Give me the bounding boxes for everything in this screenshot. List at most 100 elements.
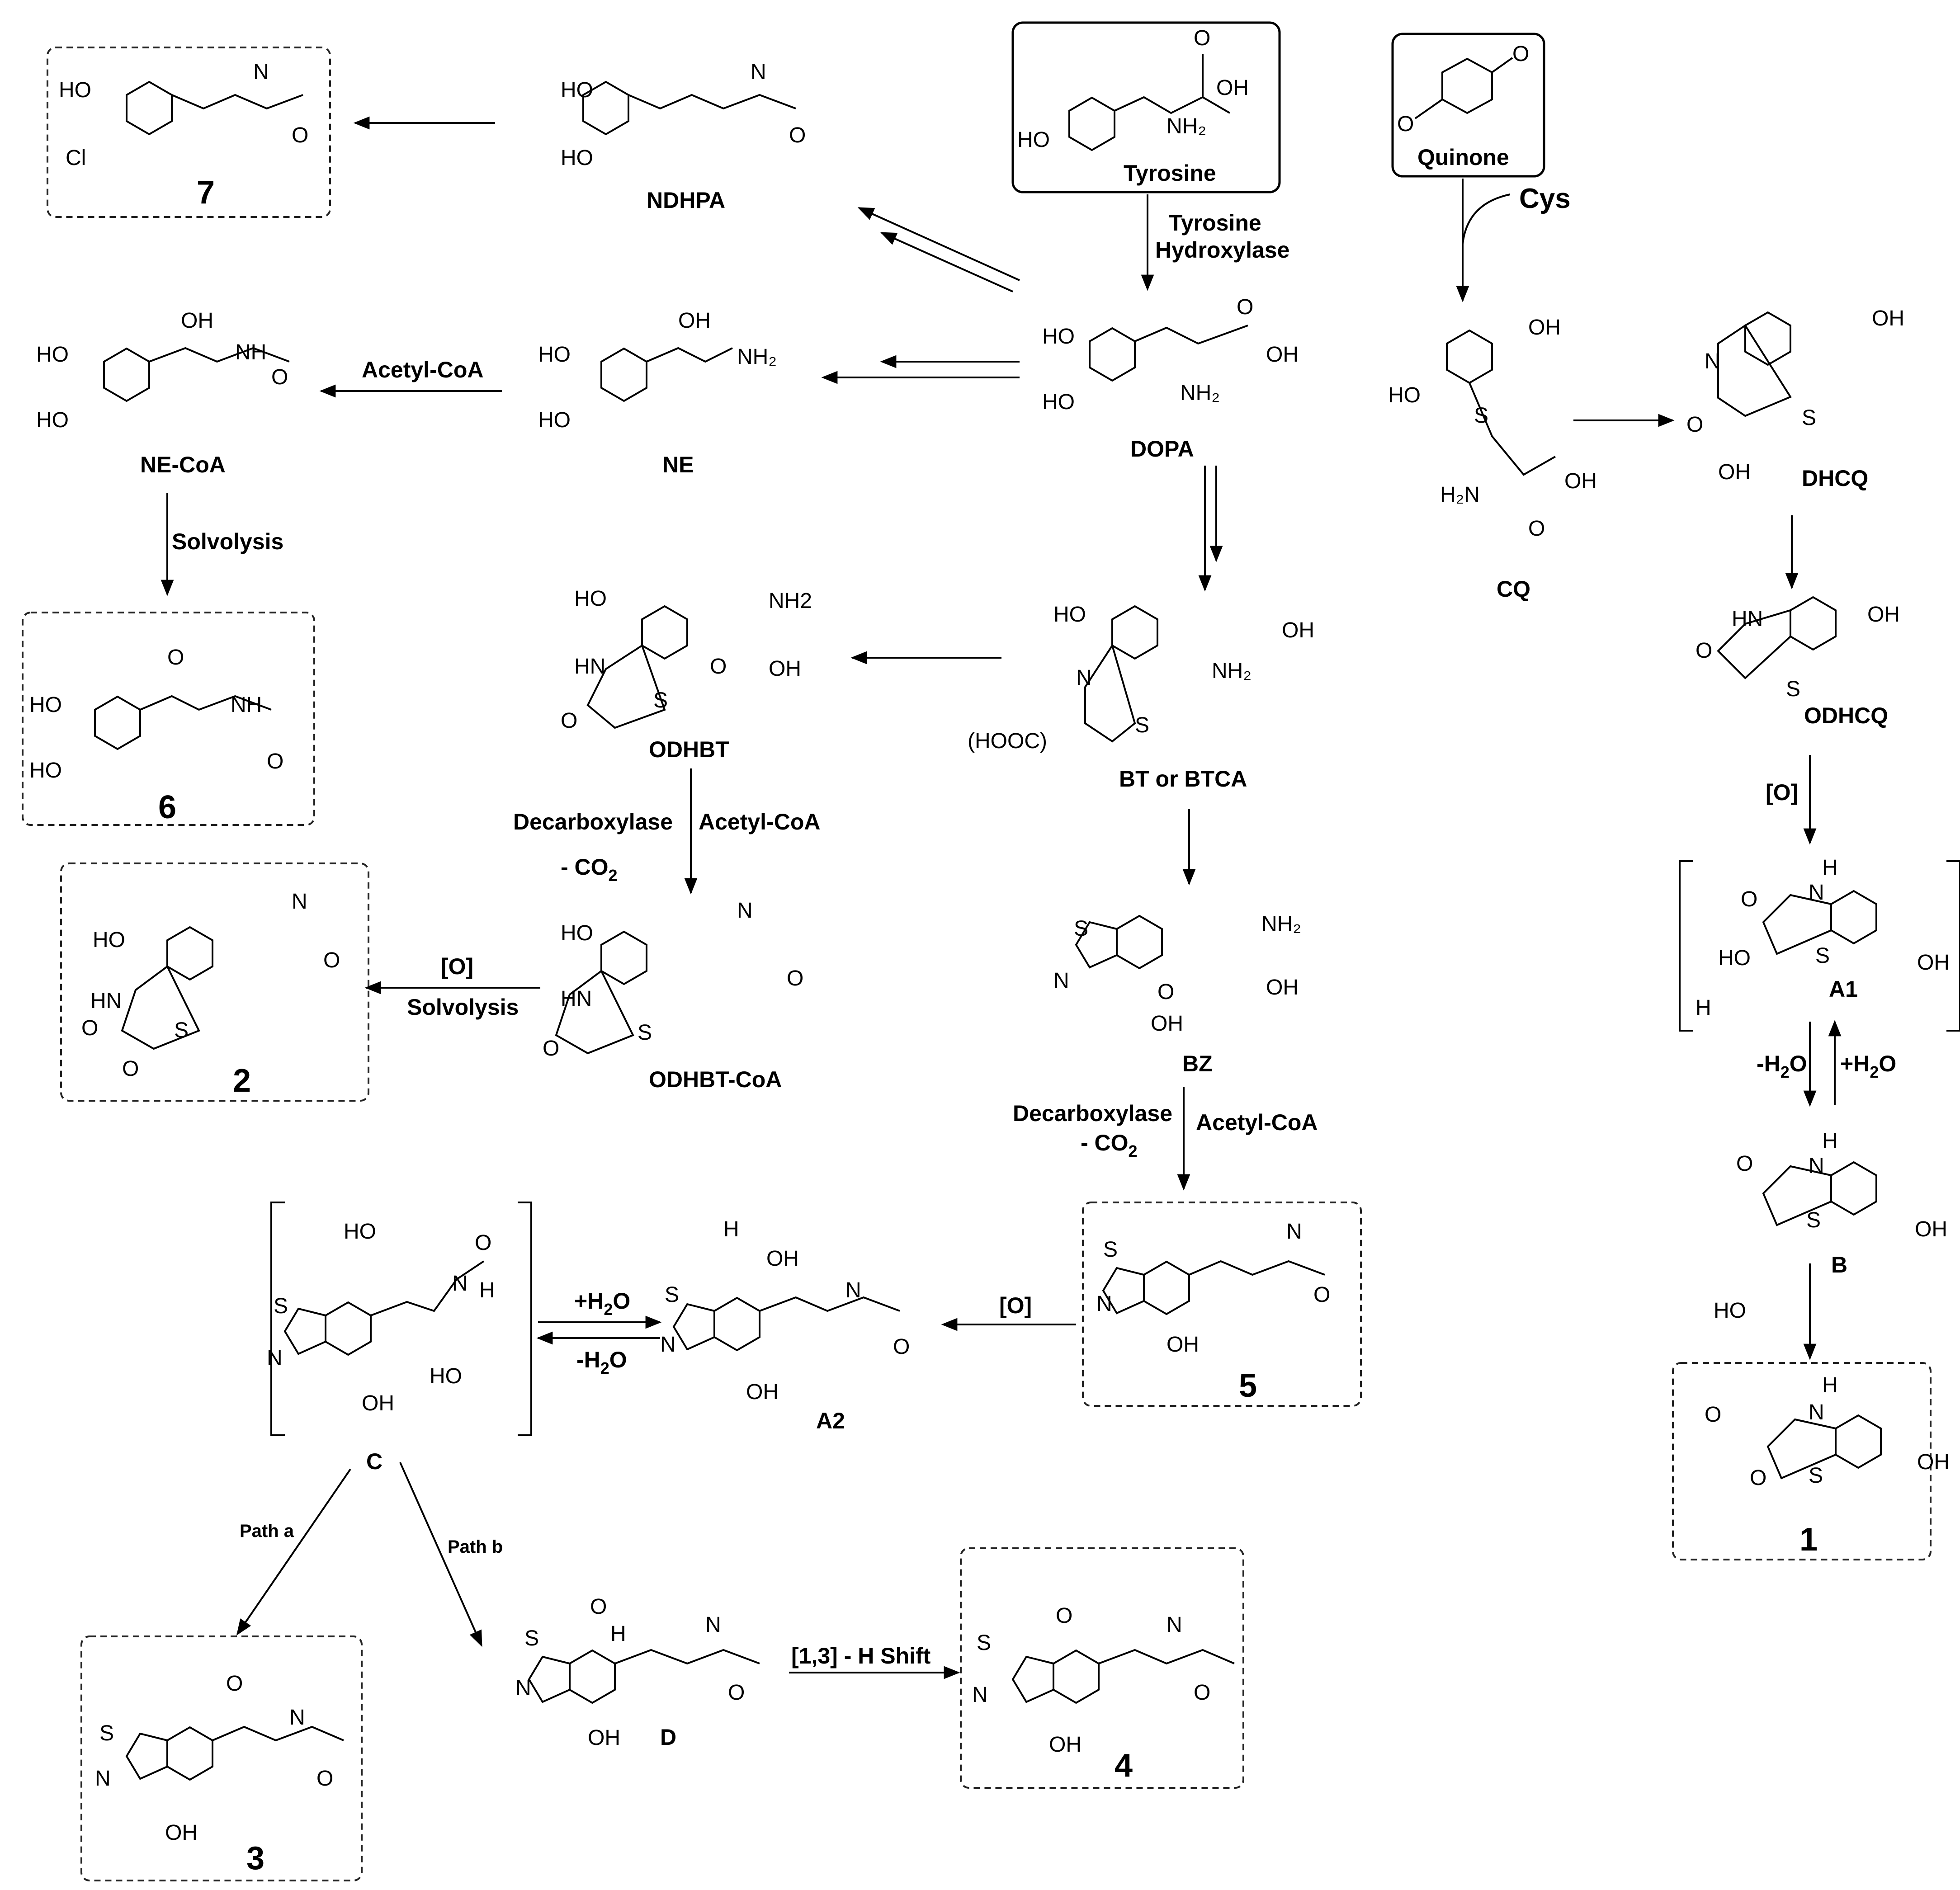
label-solvolysis-2: Solvolysis [407,994,519,1020]
product-4-thiazole-ring [1011,1655,1054,1703]
product-number-1: 1 [1799,1522,1818,1558]
svg-text:O: O [561,709,577,733]
svg-text:OH: OH [1528,316,1561,339]
quinone-carbonyl-top [1491,57,1513,73]
svg-text:HO: HO [36,343,69,367]
svg-text:HO: HO [1714,1299,1746,1323]
d-ring [569,1649,616,1704]
bz-thiazole-ring [1075,921,1118,969]
svg-text:OH: OH [766,1247,799,1271]
svg-text:N: N [972,1683,988,1707]
svg-text:N: N [452,1272,468,1296]
product-1-benzo-ring [1835,1414,1882,1469]
cq-ring [1446,329,1493,384]
svg-text:Cl: Cl [66,146,86,170]
svg-text:O: O [271,365,288,389]
a1-thiazine-ring [1762,894,1832,955]
label-acetyl-coa-bz: Acetyl-CoA [1196,1110,1318,1135]
product-number-6: 6 [158,789,176,825]
svg-text:N: N [705,1613,721,1637]
svg-text:HO: HO [1388,383,1421,407]
svg-text:O: O [475,1231,491,1255]
odhbtcoa-thiazine-ring [555,969,634,1055]
cq-chain [1469,382,1556,476]
label-cys: Cys [1519,183,1571,214]
compound-a2: A2 [816,1408,845,1433]
svg-text:HO: HO [29,693,62,717]
bracket-c-right [518,1202,532,1436]
svg-text:OH: OH [678,309,711,333]
svg-text:H: H [610,1622,626,1646]
svg-text:OH: OH [746,1380,779,1404]
label-solvolysis-6: Solvolysis [172,529,283,554]
svg-text:HO: HO [538,408,571,432]
svg-text:OH: OH [1564,469,1597,493]
svg-text:OH: OH [1049,1733,1082,1757]
compound-bz: BZ [1182,1051,1213,1076]
product-4-ring [1053,1649,1100,1704]
svg-text:OH: OH [769,657,801,681]
svg-text:S: S [274,1294,288,1318]
product-number-4: 4 [1115,1748,1133,1784]
svg-text:O: O [1194,26,1210,50]
dhcq-benzo-ring [1744,311,1791,366]
compound-ne-coa: NE-CoA [140,452,226,477]
svg-text:OH: OH [1266,343,1299,367]
svg-text:O: O [1157,980,1174,1004]
product-3-thiazole-ring [125,1732,168,1780]
label-oxidation-odhcq: [O] [1766,780,1798,805]
dopa-chain [1134,325,1248,345]
svg-text:O: O [1696,639,1712,663]
product-3-ring [166,1726,213,1781]
svg-text:HN: HN [90,989,122,1013]
product-5-chain [1189,1260,1325,1276]
svg-text:HO: HO [1718,946,1751,970]
svg-text:OH: OH [588,1726,620,1750]
tyrosine-box [1011,21,1281,193]
svg-text:O: O [543,1037,559,1060]
svg-text:HO: HO [93,928,125,952]
svg-text:S: S [1786,677,1800,701]
svg-text:OH: OH [1167,1333,1199,1357]
svg-text:O: O [267,749,283,773]
svg-text:O: O [1397,112,1414,136]
svg-text:HO: HO [561,921,593,945]
svg-text:H: H [1822,856,1838,880]
a2-chain [759,1296,900,1312]
b-benzo-ring [1830,1161,1877,1216]
product-1-thiazine-ring [1766,1418,1837,1480]
label-oxidation-2: [O] [441,954,473,979]
svg-text:NH₂: NH₂ [1261,912,1301,936]
svg-text:O: O [1741,887,1757,911]
product-7-ring [126,80,173,136]
compound-ne: NE [662,452,694,477]
svg-text:N: N [751,60,766,84]
svg-text:S: S [524,1626,539,1650]
svg-text:HN: HN [1732,607,1763,631]
svg-text:OH: OH [181,309,213,333]
svg-text:OH: OH [165,1821,198,1845]
svg-text:N: N [1096,1292,1112,1316]
svg-text:HO: HO [561,78,593,102]
product-box-6 [22,612,315,826]
svg-text:N: N [292,890,307,914]
svg-text:OH: OH [1216,76,1249,100]
product-number-7: 7 [197,174,215,211]
bracket-c-left [270,1202,285,1436]
dopa-ring [1089,327,1136,382]
compound-a1: A1 [1829,976,1858,1002]
svg-text:N: N [1705,349,1720,373]
tyrosine-side-chain [1114,96,1231,114]
ne-chain [646,347,733,363]
label-co2-bz: - CO2 [1081,1130,1138,1160]
svg-text:NH₂: NH₂ [737,345,777,369]
label-path-a: Path a [240,1521,294,1541]
svg-text:H: H [479,1278,495,1302]
label-plus-h2o: +H2O [574,1288,630,1319]
svg-text:HO: HO [1042,390,1075,414]
svg-text:N: N [660,1333,676,1357]
label-path-b: Path b [448,1537,503,1557]
svg-text:N: N [1809,1154,1824,1178]
product-2-thiazine-ring [121,965,200,1050]
cys-curved-arrow [1462,193,1511,245]
